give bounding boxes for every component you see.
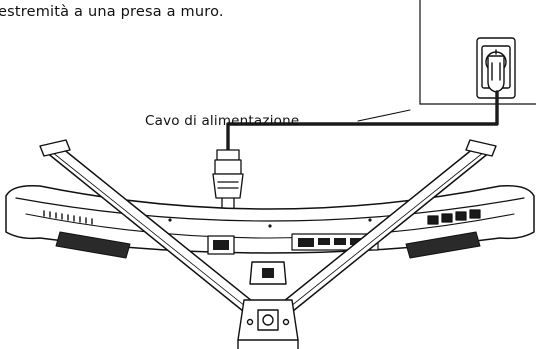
stand-feet [39,139,497,157]
power-connector-icon [212,149,244,209]
power-cable-line [226,90,499,152]
monitor-stand-column [237,261,299,349]
callout-leader [357,109,411,122]
wall-plug-icon [487,55,505,93]
monitor-back-body [5,184,535,259]
instruction-text: estremità a una presa a muro. [0,4,224,20]
wall-corner [419,0,536,105]
power-cable-label: Cavo di alimentazione [145,113,300,129]
